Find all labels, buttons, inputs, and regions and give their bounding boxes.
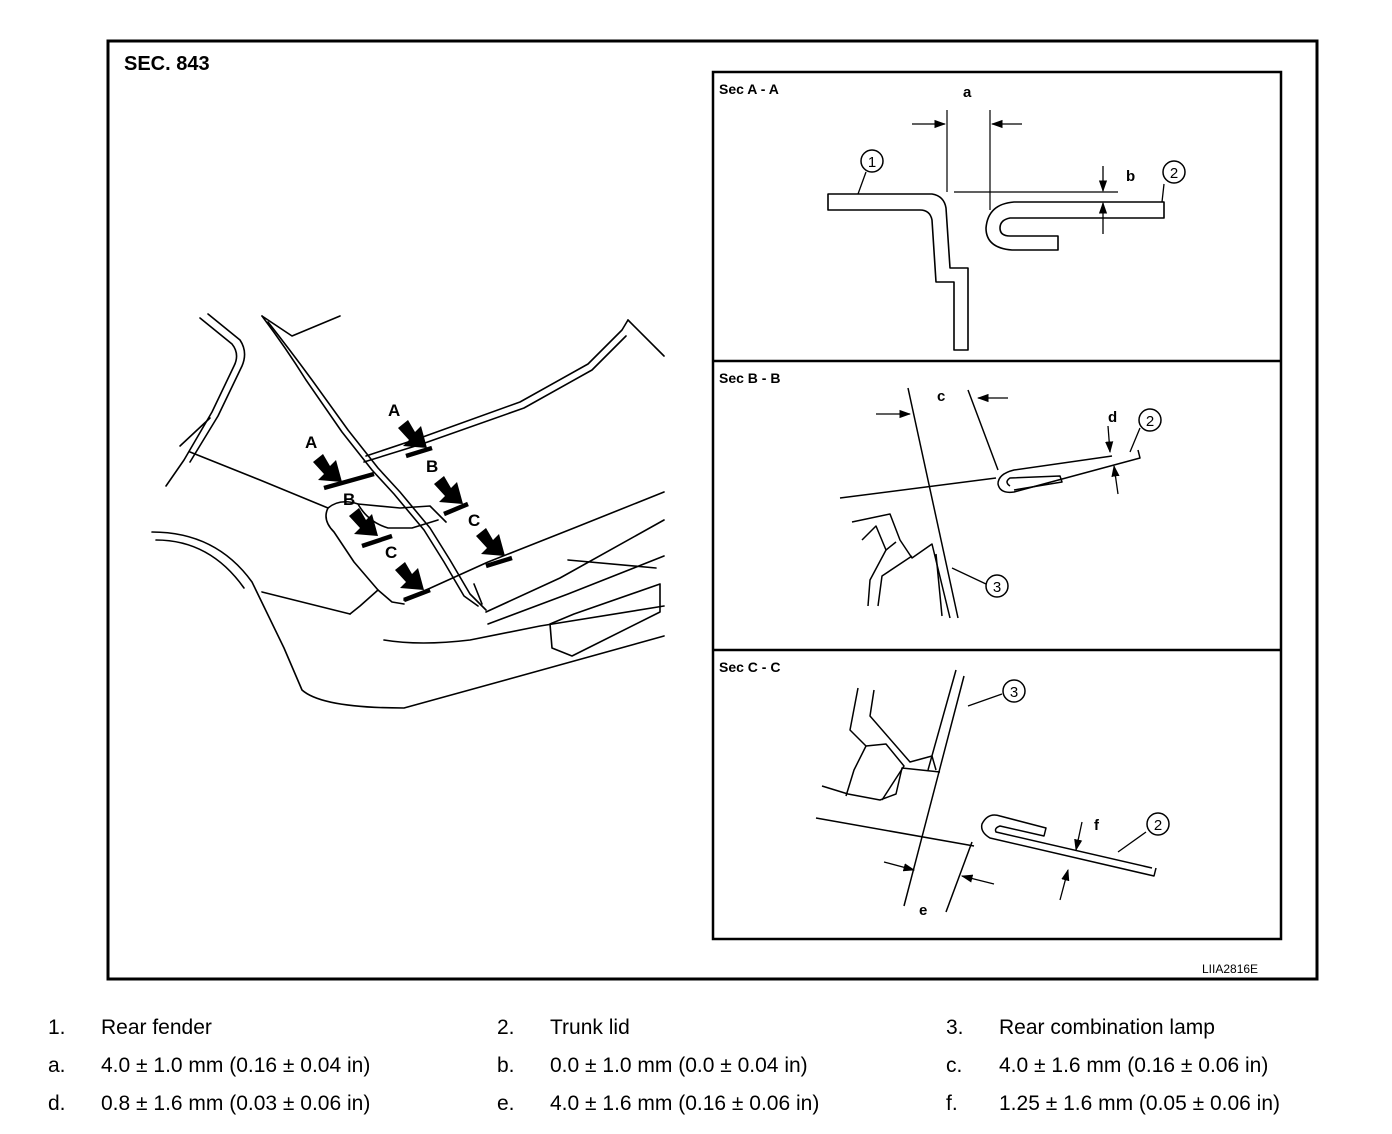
dim-a-label: a bbox=[963, 84, 972, 101]
legend-text: 4.0 ± 1.6 mm (0.16 ± 0.06 in) bbox=[999, 1054, 1269, 1077]
label-b-left: B bbox=[343, 490, 355, 509]
legend-text: 4.0 ± 1.6 mm (0.16 ± 0.06 in) bbox=[550, 1092, 820, 1115]
view-arrow-c-right bbox=[476, 528, 505, 556]
legend-key: f. bbox=[946, 1092, 958, 1115]
section-cut-lines bbox=[323, 445, 513, 603]
legend-key: 1. bbox=[48, 1016, 66, 1039]
callout-circle-2-b bbox=[1138, 408, 1162, 432]
section-b-panel: Sec B - B c d 2 3 bbox=[719, 370, 1162, 619]
rear-lamp-c-profile bbox=[845, 687, 867, 797]
callout-1: 1 bbox=[868, 154, 876, 171]
legend-row: d. 0.8 ± 1.6 mm (0.03 ± 0.06 in) e. 4.0 … bbox=[0, 1086, 1392, 1122]
legend-row: a. 4.0 ± 1.0 mm (0.16 ± 0.04 in) b. 0.0 … bbox=[0, 1048, 1392, 1084]
legend-text: 0.0 ± 1.0 mm (0.0 ± 0.04 in) bbox=[550, 1054, 808, 1077]
legend-text: Rear fender bbox=[101, 1016, 212, 1039]
cut-line-a-right bbox=[405, 445, 433, 459]
label-c-right: C bbox=[468, 511, 480, 530]
cut-line-b-left bbox=[361, 533, 393, 549]
section-a-panel: Sec A - A a b 1 2 bbox=[719, 81, 1186, 351]
legend-key: a. bbox=[48, 1054, 66, 1077]
legend-key: b. bbox=[497, 1054, 515, 1077]
view-arrow-labels: A A B B C C bbox=[305, 401, 480, 562]
callout-circle-2-c bbox=[1146, 812, 1170, 836]
legend-text: 0.8 ± 1.6 mm (0.03 ± 0.06 in) bbox=[101, 1092, 371, 1115]
rear-lamp-b-profile bbox=[851, 513, 951, 619]
callout-circle-2 bbox=[1162, 160, 1186, 184]
callout-circle-3-c bbox=[1002, 679, 1026, 703]
view-arrow-a-right bbox=[398, 420, 427, 448]
dim-c-label: c bbox=[937, 388, 945, 405]
section-b-title: Sec B - B bbox=[719, 370, 780, 386]
cut-line-c-left bbox=[403, 587, 431, 603]
figure-frame bbox=[106, 39, 1319, 981]
trunk-lid-profile bbox=[985, 201, 1165, 251]
section-c-panel: Sec C - C e f 3 2 bbox=[719, 659, 1170, 919]
callout-circle-1 bbox=[860, 149, 884, 173]
legend-key: e. bbox=[497, 1092, 515, 1115]
legend-row: 1. Rear fender 2. Trunk lid 3. Rear comb… bbox=[0, 1010, 1392, 1046]
callout-3-b: 3 bbox=[993, 579, 1001, 596]
legend-key: 3. bbox=[946, 1016, 964, 1039]
callout-3-c: 3 bbox=[1010, 684, 1018, 701]
legend-key: 2. bbox=[497, 1016, 515, 1039]
legend-key: c. bbox=[946, 1054, 963, 1077]
section-panels-frame bbox=[711, 70, 1283, 941]
dim-f-label: f bbox=[1094, 817, 1100, 834]
section-title: SEC. 843 bbox=[124, 53, 210, 75]
legend: 1. Rear fender 2. Trunk lid 3. Rear comb… bbox=[0, 1008, 1392, 1128]
label-b-right: B bbox=[426, 457, 438, 476]
callout-2-a: 2 bbox=[1170, 165, 1178, 182]
legend-text: Rear combination lamp bbox=[999, 1016, 1215, 1039]
legend-text: 1.25 ± 1.6 mm (0.05 ± 0.06 in) bbox=[999, 1092, 1281, 1115]
dim-b-label: b bbox=[1126, 168, 1135, 185]
label-c-left: C bbox=[385, 543, 397, 562]
cut-line-c-right bbox=[485, 555, 513, 569]
trunk-lid-c-profile bbox=[980, 814, 1157, 877]
callout-2-b: 2 bbox=[1146, 413, 1154, 430]
label-a-right: A bbox=[388, 401, 400, 420]
figure-diagram: SEC. 843 LIIA2816E bbox=[106, 39, 1319, 981]
section-a-title: Sec A - A bbox=[719, 81, 779, 97]
legend-text: Trunk lid bbox=[550, 1016, 630, 1039]
view-arrows bbox=[313, 420, 505, 590]
label-a-left: A bbox=[305, 433, 317, 452]
view-arrow-b-left bbox=[349, 508, 378, 536]
car-rear-overview bbox=[151, 313, 665, 709]
view-arrow-c-left bbox=[395, 562, 424, 590]
callout-2-c: 2 bbox=[1154, 817, 1162, 834]
view-arrow-a-left bbox=[313, 454, 342, 482]
rear-fender-profile bbox=[827, 193, 969, 351]
view-arrow-b-right bbox=[434, 476, 463, 504]
figure-code: LIIA2816E bbox=[1202, 962, 1258, 976]
trunk-lid-b-profile bbox=[997, 449, 1141, 494]
cut-line-b-right bbox=[443, 501, 469, 517]
section-c-title: Sec C - C bbox=[719, 659, 780, 675]
cut-line-a-left bbox=[323, 471, 375, 491]
dim-e-label: e bbox=[919, 902, 927, 919]
legend-text: 4.0 ± 1.0 mm (0.16 ± 0.04 in) bbox=[101, 1054, 371, 1077]
legend-key: d. bbox=[48, 1092, 66, 1115]
callout-circle-3-b bbox=[985, 574, 1009, 598]
dim-d-label: d bbox=[1108, 409, 1117, 426]
